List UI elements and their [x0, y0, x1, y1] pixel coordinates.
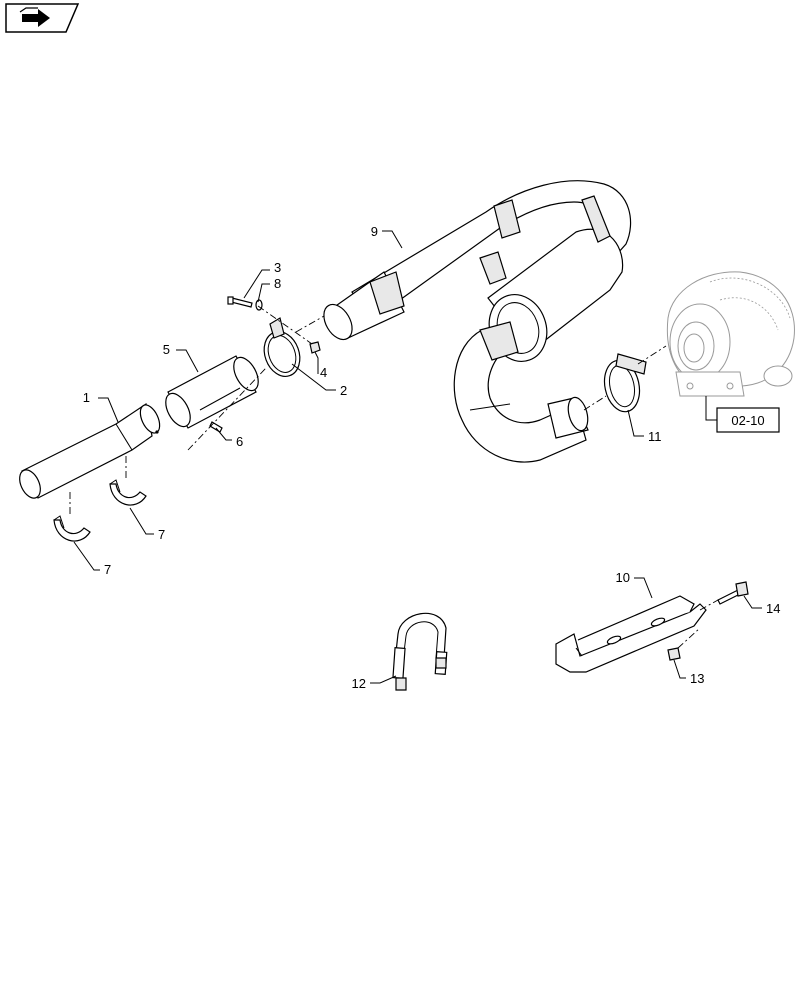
leader-lines [73, 230, 762, 684]
callout-2: 2 [340, 383, 347, 398]
callout-12: 12 [352, 676, 366, 691]
callout-1: 1 [83, 390, 90, 405]
tail-pipe-part[interactable] [16, 402, 164, 501]
nut-part-13[interactable] [667, 647, 681, 661]
turbocharger-reference [666, 271, 795, 397]
callout-labels: 1 2 3 4 5 6 7 7 8 9 10 11 12 13 14 [83, 224, 781, 691]
callout-10: 10 [616, 570, 630, 585]
adapter-pipe-part[interactable] [161, 353, 264, 430]
saddle-clamp-part-a[interactable] [53, 515, 91, 542]
callout-6: 6 [236, 434, 243, 449]
reference-link-02-10[interactable]: 02-10 [716, 407, 780, 433]
band-clamp-part[interactable] [258, 317, 306, 381]
u-bolt-part[interactable] [392, 612, 448, 691]
nav-badge[interactable] [5, 3, 80, 33]
callout-7b: 7 [158, 527, 165, 542]
bolt-part-14[interactable] [717, 581, 749, 605]
v-band-clamp-part[interactable] [600, 353, 647, 415]
bolt-part-3[interactable] [227, 296, 253, 308]
bracket-part[interactable] [555, 595, 707, 673]
reference-box-label: 02-10 [731, 413, 764, 428]
callout-7a: 7 [104, 562, 111, 577]
callout-9: 9 [371, 224, 378, 239]
nut-part-4[interactable] [309, 341, 321, 354]
muffler-assembly-part[interactable] [318, 180, 632, 463]
saddle-clamp-part-b[interactable] [109, 479, 147, 506]
callout-4: 4 [320, 365, 327, 380]
callout-5: 5 [163, 342, 170, 357]
callout-3: 3 [274, 260, 281, 275]
callout-8: 8 [274, 276, 281, 291]
arrow-next-icon [19, 7, 50, 27]
callout-13: 13 [690, 671, 704, 686]
callout-14: 14 [766, 601, 780, 616]
screw-part-6[interactable] [209, 421, 223, 433]
callout-11: 11 [648, 429, 662, 444]
